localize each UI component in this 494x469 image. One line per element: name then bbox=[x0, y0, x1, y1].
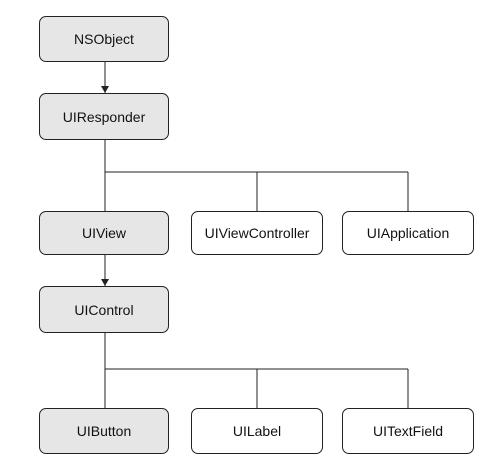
node-nsobject: NSObject bbox=[39, 16, 169, 62]
node-uiresponder: UIResponder bbox=[39, 93, 169, 140]
node-uibutton: UIButton bbox=[39, 408, 169, 454]
node-uicontrol: UIControl bbox=[39, 286, 169, 333]
node-uilabel: UILabel bbox=[191, 408, 323, 454]
node-uitextfield: UITextField bbox=[342, 408, 474, 454]
node-uiapplication: UIApplication bbox=[342, 211, 474, 255]
node-uiviewcontroller: UIViewController bbox=[191, 211, 323, 255]
node-uiview: UIView bbox=[39, 211, 169, 255]
